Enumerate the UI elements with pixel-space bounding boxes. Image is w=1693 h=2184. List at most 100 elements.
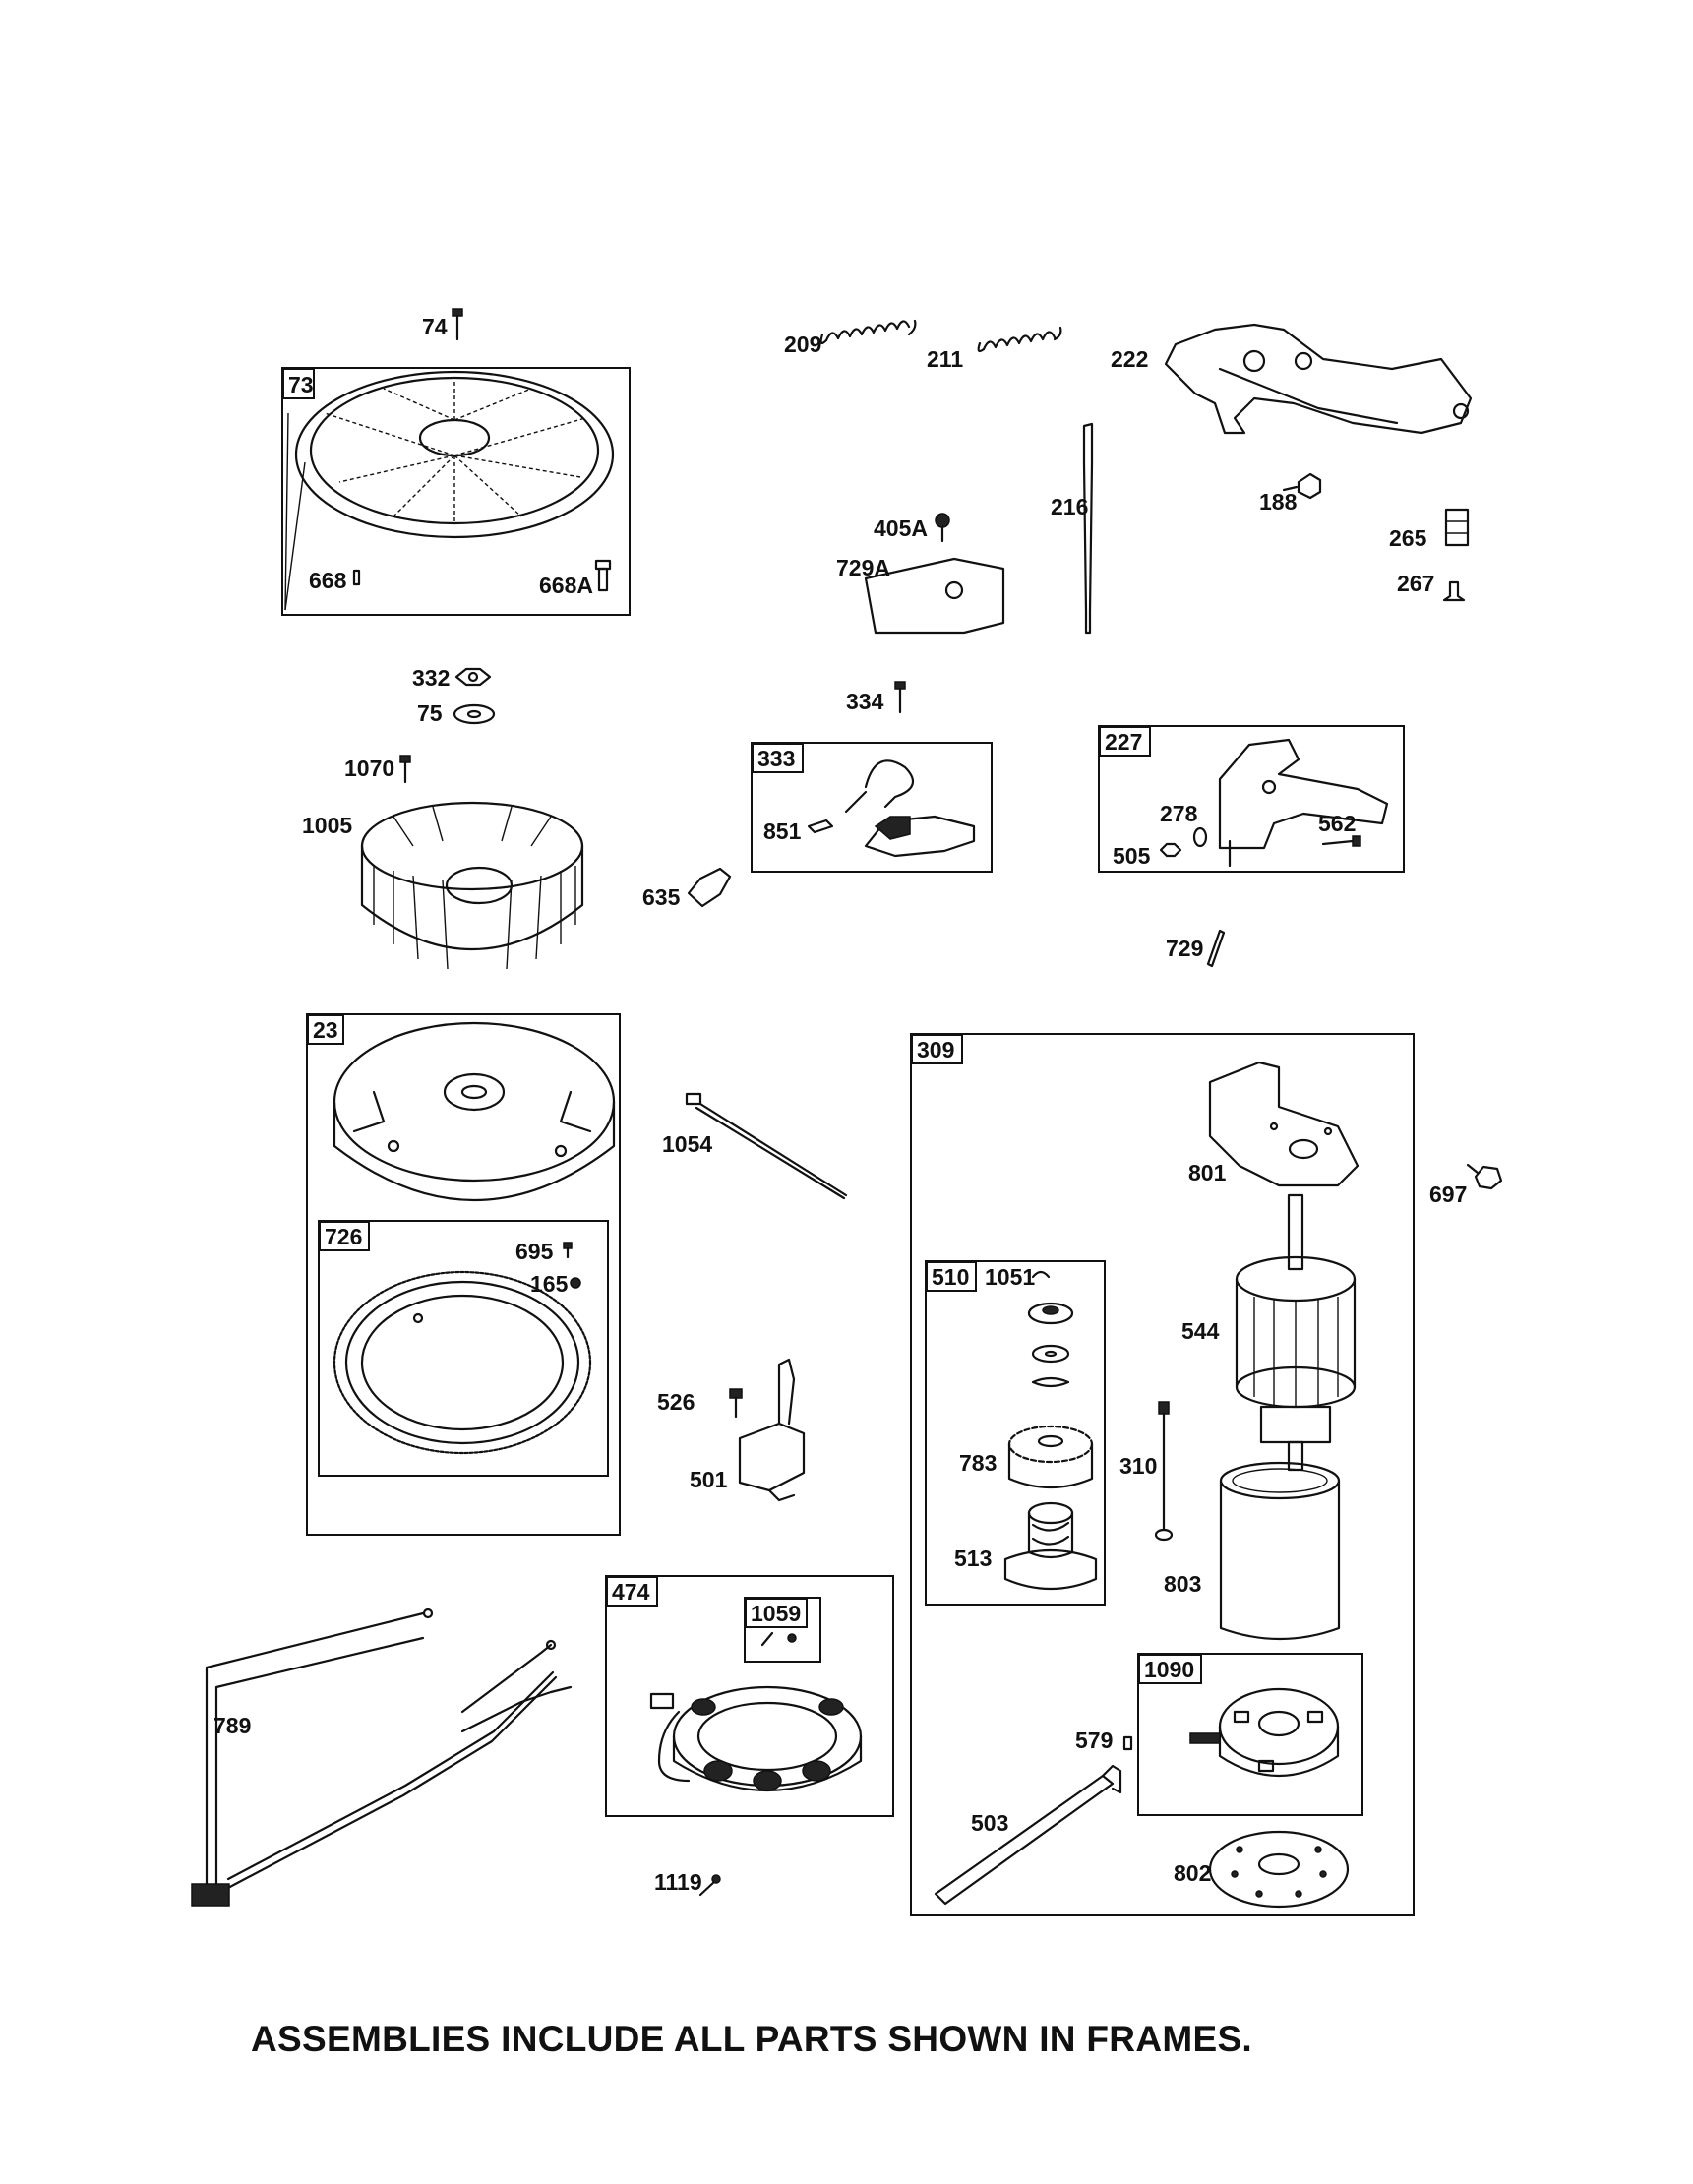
assembly-333-frame: 333	[751, 742, 993, 873]
shield-729A-drawing	[864, 557, 1005, 635]
nut-332-drawing	[454, 667, 492, 687]
screw-1119-drawing	[698, 1874, 721, 1897]
label-803: 803	[1164, 1571, 1201, 1597]
label-501: 501	[690, 1467, 728, 1492]
motor-housing-803-drawing	[1219, 1461, 1341, 1641]
label-635: 635	[642, 884, 681, 910]
end-plate-802-drawing	[1208, 1830, 1350, 1909]
screw-562-drawing	[1321, 835, 1361, 847]
svg-text:1090: 1090	[1144, 1657, 1194, 1682]
bracket-801-drawing	[1208, 1061, 1360, 1187]
screw-405A-drawing	[935, 513, 950, 543]
label-789: 789	[213, 1713, 251, 1738]
label-211: 211	[927, 346, 963, 372]
spark-plug-boot-635-drawing	[687, 867, 732, 908]
drive-parts-510-drawing	[1027, 1302, 1074, 1388]
screw-74-drawing	[452, 308, 463, 341]
assembly-726-frame: 726	[318, 1220, 609, 1477]
label-1054: 1054	[662, 1131, 712, 1157]
washer-278-drawing	[1192, 826, 1208, 848]
nut-165-drawing	[570, 1277, 581, 1289]
label-801: 801	[1188, 1160, 1227, 1185]
label-505: 505	[1113, 843, 1151, 869]
label-334: 334	[846, 689, 884, 714]
armature-544-drawing	[1235, 1193, 1357, 1472]
label-188: 188	[1259, 489, 1298, 515]
screw-188-drawing	[1282, 472, 1322, 500]
thru-bolt-310-drawing	[1154, 1401, 1174, 1542]
assembly-73-frame: 73	[281, 367, 631, 616]
label-851: 851	[763, 819, 802, 844]
assembly-474-frame: 474	[605, 1575, 894, 1817]
label-216: 216	[1051, 494, 1088, 519]
svg-text:726: 726	[325, 1224, 362, 1249]
tie-729-drawing	[1206, 929, 1226, 968]
screw-697-drawing	[1466, 1163, 1503, 1190]
ring-gear-726-drawing	[333, 1270, 592, 1455]
svg-text:227: 227	[1105, 729, 1142, 755]
screw-1070-drawing	[399, 755, 411, 784]
svg-text:23: 23	[313, 1017, 338, 1043]
svg-text:73: 73	[288, 372, 314, 397]
pin-668-drawing	[352, 569, 361, 586]
label-729A: 729A	[836, 555, 890, 580]
ignition-armature-333-drawing	[844, 759, 976, 858]
label-75: 75	[417, 700, 443, 726]
label-1051: 1051	[985, 1264, 1035, 1290]
label-783: 783	[959, 1450, 997, 1476]
label-668A: 668A	[539, 573, 593, 598]
label-265: 265	[1389, 525, 1427, 551]
svg-text:1059: 1059	[751, 1601, 801, 1626]
assembly-23-frame: 23	[306, 1013, 621, 1536]
assembly-510-frame: 510	[925, 1260, 1106, 1606]
label-405A: 405A	[874, 516, 928, 541]
label-74: 74	[422, 314, 448, 339]
screw-334-drawing	[894, 681, 906, 714]
rod-216-drawing	[1082, 422, 1094, 635]
label-668: 668	[309, 568, 347, 593]
label-1119: 1119	[654, 1869, 702, 1895]
throttle-bracket-227-drawing	[1218, 738, 1389, 868]
nut-505-drawing	[1159, 842, 1182, 858]
label-503: 503	[971, 1810, 1008, 1836]
stator-474-drawing	[649, 1685, 863, 1791]
label-310: 310	[1119, 1453, 1157, 1479]
label-802: 802	[1174, 1860, 1211, 1886]
assembly-227-frame: 227	[1098, 725, 1405, 873]
label-332: 332	[412, 665, 450, 691]
terminal-851-drawing	[807, 819, 834, 834]
label-1005: 1005	[302, 813, 352, 838]
screw-668A-drawing	[594, 559, 612, 592]
label-222: 222	[1111, 346, 1148, 372]
clip-265-drawing	[1444, 508, 1470, 547]
strap-503-drawing	[934, 1764, 1122, 1906]
helix-drive-513-drawing	[1003, 1501, 1098, 1591]
assembly-1090-frame: 1090	[1137, 1653, 1363, 1816]
ring-1051-drawing	[1031, 1270, 1051, 1279]
part-labels: 74 668 668A 209 211 222 216 188 405A 729…	[213, 314, 1467, 1895]
assembly-1059-frame: 1059	[744, 1597, 821, 1663]
spring-211-drawing	[977, 326, 1062, 353]
screw-267-drawing	[1442, 580, 1466, 602]
governor-bracket-222-drawing	[1164, 323, 1473, 435]
label-562: 562	[1318, 811, 1356, 836]
svg-text:510: 510	[932, 1264, 969, 1290]
label-278: 278	[1160, 801, 1198, 826]
label-1070: 1070	[344, 756, 394, 781]
label-267: 267	[1397, 571, 1434, 596]
screw-526-drawing	[729, 1388, 743, 1419]
assembly-309-frame: 309	[910, 1033, 1415, 1916]
label-544: 544	[1181, 1318, 1220, 1344]
spacer-579-drawing	[1122, 1735, 1133, 1751]
label-513: 513	[954, 1546, 992, 1571]
pinion-gear-783-drawing	[1007, 1425, 1094, 1489]
rectifier-501-drawing	[738, 1358, 806, 1502]
label-526: 526	[657, 1389, 695, 1415]
flywheel-23-drawing	[333, 1021, 616, 1201]
blower-housing-grille-drawing	[284, 370, 615, 611]
flywheel-fan-1005-drawing	[360, 801, 584, 970]
svg-text:333: 333	[757, 746, 795, 771]
hardware-1059-drawing	[760, 1631, 797, 1647]
washer-75-drawing	[453, 703, 496, 725]
